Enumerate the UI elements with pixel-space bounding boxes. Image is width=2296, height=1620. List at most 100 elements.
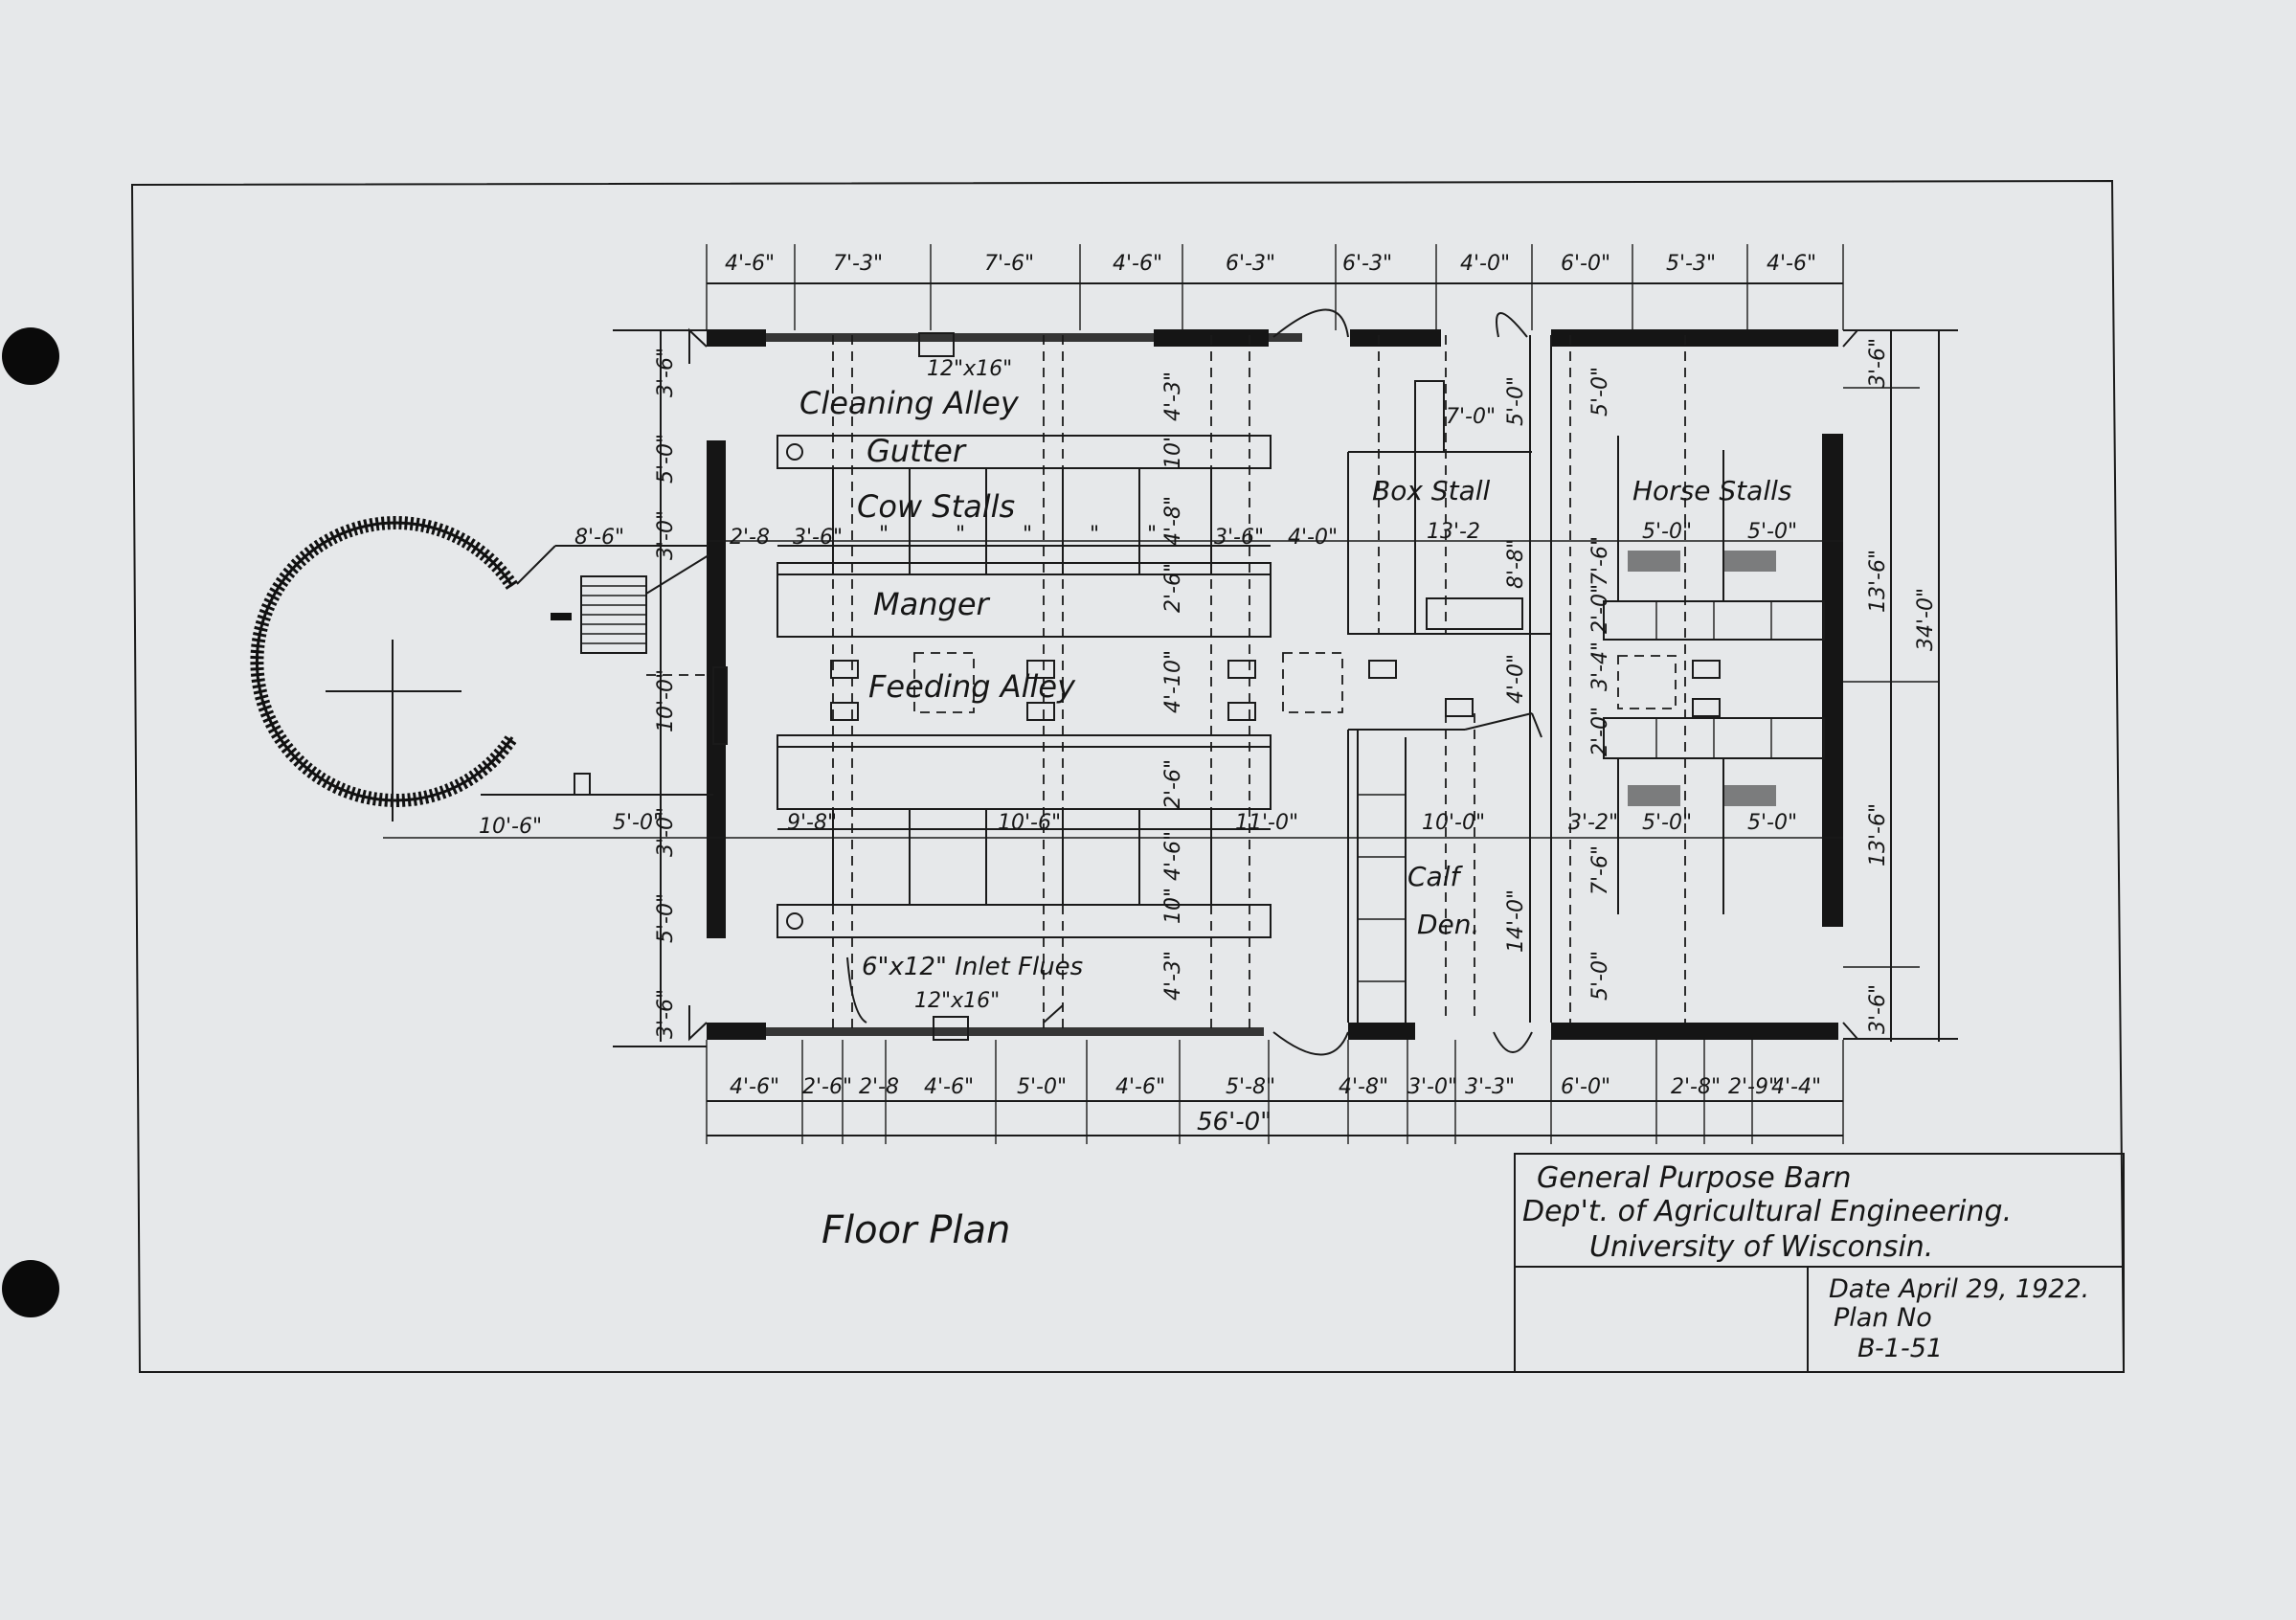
dim-right-2: 13'-6"	[1866, 803, 1890, 866]
dim-left-0: 3'-6"	[654, 348, 678, 397]
dim-row-mid-2: 10'-6"	[998, 811, 1061, 835]
dim-stall-d: 4'-0"	[1288, 526, 1338, 550]
dim-bottom-2: 2'-8	[859, 1075, 899, 1099]
dim-stall-b: 3'-6"	[793, 526, 843, 550]
title-line-3: University of Wisconsin.	[1589, 1230, 1933, 1264]
dim-row-mid-4: 10'-0"	[1422, 811, 1485, 835]
dim-overall: 56'-0"	[1197, 1108, 1272, 1136]
dim-right-0: 3'-6"	[1866, 338, 1890, 388]
dim-left-1: 5'-0"	[654, 434, 678, 484]
label-cleaning-alley: Cleaning Alley	[799, 385, 1020, 421]
dim-h-3-4: 3'-4"	[1588, 641, 1612, 691]
dim-v-4-3b: 4'-3"	[1161, 951, 1185, 1001]
dim-top-7: 6'-0"	[1561, 252, 1610, 276]
label-horse-stalls: Horse Stalls	[1632, 475, 1791, 506]
dim-silo-a: 8'-6"	[574, 526, 624, 550]
dim-top-5: 6'-3"	[1342, 252, 1392, 276]
dim-v-4-3a: 4'-3"	[1161, 371, 1185, 421]
dimension-lines	[383, 244, 1958, 1144]
dim-row-mid-3: 11'-0"	[1235, 811, 1298, 835]
dim-ditto-4: "	[1090, 523, 1099, 547]
dim-top-8: 5'-3"	[1666, 252, 1716, 276]
dim-left-6: 3'-6"	[654, 989, 678, 1039]
title-date: Date April 29, 1922.	[1829, 1274, 2089, 1304]
dim-ditto-3: "	[1023, 523, 1032, 547]
dim-h-7-6a: 7'-6"	[1588, 536, 1612, 586]
cow-section	[777, 332, 1397, 1041]
dim-h-5-0b: 5'-0"	[1588, 951, 1612, 1001]
dim-horse-d: 5'-0"	[1747, 811, 1797, 835]
dim-horse-a: 5'-0"	[1642, 520, 1692, 544]
dim-ditto-2: "	[956, 523, 965, 547]
title-line-2: Dep't. of Agricultural Engineering.	[1522, 1195, 2012, 1228]
dim-v-10b: 10"	[1161, 888, 1185, 924]
dim-bottom-1: 2'-6"	[802, 1075, 852, 1099]
dim-h-2-0b: 2'-0"	[1588, 707, 1612, 756]
dim-bottom-13: 4'-4"	[1771, 1075, 1821, 1099]
barn-walls	[688, 308, 1858, 1056]
room-labels: Cleaning Alley Gutter Cow Stalls Manger …	[799, 357, 1791, 1013]
dim-right-1: 13'-6"	[1866, 550, 1890, 613]
dim-horse-b: 5'-0"	[1747, 520, 1797, 544]
dim-row-mid-5: 3'-2"	[1568, 811, 1618, 835]
dim-v-4-8: 4'-8"	[1161, 496, 1185, 546]
dim-bottom-11: 2'-8"	[1671, 1075, 1721, 1099]
dim-box-side: 5'-0"	[1504, 376, 1528, 426]
dim-box-top: 7'-0"	[1446, 405, 1496, 429]
label-box-stall: Box Stall	[1372, 475, 1491, 506]
dim-horse-c: 5'-0"	[1642, 811, 1692, 835]
dim-top-6: 4'-0"	[1460, 252, 1510, 276]
label-manger: Manger	[873, 586, 991, 622]
dim-calf-h: 14'-0"	[1504, 889, 1528, 953]
dim-top-4: 6'-3"	[1226, 252, 1275, 276]
dim-bottom-0: 4'-6"	[730, 1075, 779, 1099]
sheet-title: Floor Plan	[822, 1208, 1010, 1252]
dim-v-10a: 10"	[1161, 433, 1185, 469]
top-dimensions: 4'-6" 7'-3" 7'-6" 4'-6" 6'-3" 6'-3" 4'-0…	[725, 252, 1816, 276]
dim-stall-c: 3'-6"	[1214, 526, 1264, 550]
dim-bottom-6: 5'-8"	[1226, 1075, 1275, 1099]
dim-stall-a: 2'-8	[730, 526, 770, 550]
dim-bottom-4: 5'-0"	[1017, 1075, 1067, 1099]
dim-bottom-10: 6'-0"	[1561, 1075, 1610, 1099]
title-plan-number: B-1-51	[1857, 1334, 1943, 1363]
label-box-stall-size: 13'-2	[1427, 520, 1480, 544]
interior-dimensions: 8'-6" 10'-6" 5'-0" 9'-8" 10'-6" 11'-0" 1…	[479, 367, 1797, 1001]
box-stall-calf-den	[1347, 335, 1551, 1023]
dim-left-4: 3'-0"	[654, 807, 678, 857]
label-calf: Calf	[1407, 861, 1463, 892]
dim-calf-v: 4'-0"	[1504, 654, 1528, 704]
dim-row-mid-1: 9'-8"	[787, 811, 837, 835]
label-feeding-alley: Feeding Alley	[868, 668, 1076, 705]
label-den: Den.	[1417, 909, 1479, 940]
label-flue-bottom: 12"x16"	[914, 989, 1000, 1013]
dim-top-0: 4'-6"	[725, 252, 775, 276]
dim-h-7-6b: 7'-6"	[1588, 845, 1612, 895]
horse-stalls	[1550, 335, 1825, 1023]
dim-silo-c: 5'-0"	[613, 811, 663, 835]
dim-right-overall: 34'-0"	[1914, 588, 1938, 651]
dim-top-9: 4'-6"	[1767, 252, 1816, 276]
label-cow-stalls: Cow Stalls	[857, 488, 1015, 525]
silo	[250, 516, 713, 821]
bottom-dimensions: 4'-6" 2'-6" 2'-8 4'-6" 5'-0" 4'-6" 5'-8"…	[730, 1075, 1821, 1136]
dim-top-3: 4'-6"	[1113, 252, 1162, 276]
dim-h-2-0a: 2'-0"	[1588, 584, 1612, 634]
label-inlet-flues: 6"x12" Inlet Flues	[862, 953, 1083, 981]
dim-ditto-5: "	[1147, 523, 1157, 547]
title-plan-label: Plan No	[1834, 1303, 1932, 1333]
dim-v-2-6a: 2'-6"	[1161, 563, 1185, 613]
dim-silo-b: 10'-6"	[479, 815, 542, 839]
dim-top-1: 7'-3"	[833, 252, 883, 276]
dim-bottom-12: 2'-9"	[1728, 1075, 1778, 1099]
stairs	[551, 554, 728, 745]
dim-v-2-6b: 2'-6"	[1161, 759, 1185, 809]
dim-box-v: 8'-8"	[1504, 539, 1528, 589]
dim-left-3: 10'-0"	[654, 669, 678, 732]
right-dimensions: 3'-6" 13'-6" 13'-6" 3'-6" 34'-0"	[1866, 338, 1938, 1034]
binder-hole-top	[2, 327, 59, 385]
dim-bottom-9: 3'-3"	[1465, 1075, 1515, 1099]
dim-left-2: 3'-0"	[654, 510, 678, 560]
dim-bottom-3: 4'-6"	[924, 1075, 974, 1099]
dim-left-5: 5'-0"	[654, 893, 678, 943]
